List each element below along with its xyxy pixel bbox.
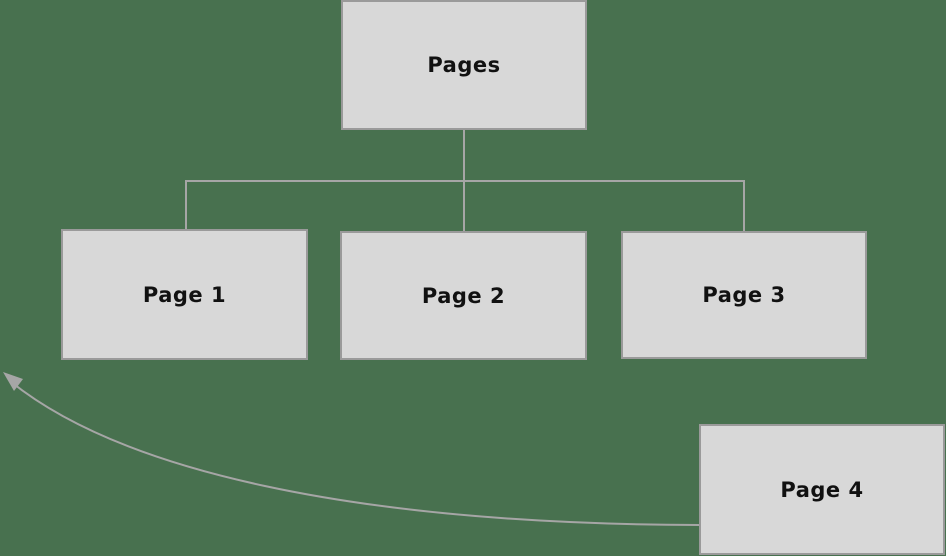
node-page-1-label: Page 1 bbox=[142, 282, 227, 307]
node-page-1[interactable]: Page 1 bbox=[61, 229, 308, 360]
arrow-head-icon bbox=[3, 372, 23, 391]
node-pages[interactable]: Pages bbox=[341, 0, 587, 130]
node-page-2[interactable]: Page 2 bbox=[340, 231, 587, 360]
curved-arrow bbox=[9, 380, 700, 526]
node-page-3[interactable]: Page 3 bbox=[621, 231, 867, 359]
node-page-4-label: Page 4 bbox=[780, 477, 864, 502]
node-page-3-label: Page 3 bbox=[702, 283, 786, 307]
node-pages-label: Pages bbox=[427, 53, 501, 77]
node-page-2-label: Page 2 bbox=[421, 283, 506, 308]
node-page-4[interactable]: Page 4 bbox=[699, 424, 945, 555]
